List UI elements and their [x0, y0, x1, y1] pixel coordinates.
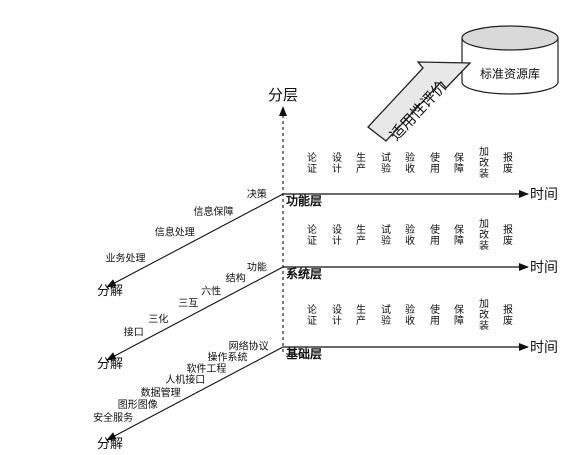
decomposition-item: 三化 — [148, 313, 168, 326]
decomposition-item: 图形图像 — [118, 399, 158, 411]
decomposition-item: 网络协议 — [229, 340, 269, 353]
lifecycle-stage-char: 废 — [503, 234, 513, 247]
lifecycle-stage-char: 加 — [479, 218, 489, 230]
decomposition-item: 人机接口 — [165, 373, 205, 386]
lifecycle-stage-char: 使 — [430, 223, 440, 236]
lifecycle-stage-char: 证 — [307, 163, 317, 175]
decomposition-item: 结构 — [226, 272, 246, 285]
decomposition-item: 数据管理 — [141, 386, 181, 399]
lifecycle-stage-char: 计 — [332, 234, 342, 247]
database-label: 标准资源库 — [480, 66, 540, 81]
decompose-label: 分解 — [97, 437, 123, 452]
standard-resource-database: 标准资源库 — [461, 25, 559, 95]
lifecycle-stage-char: 设 — [332, 152, 342, 164]
decomposition-item: 操作系统 — [208, 351, 248, 364]
decompose-axis — [106, 346, 284, 441]
layer-name: 系统层 — [286, 266, 322, 281]
lifecycle-stage-char: 用 — [430, 164, 440, 175]
lifecycle-stage-char: 产 — [356, 234, 366, 247]
lifecycle-stage-char: 保 — [454, 223, 464, 236]
time-label: 时间 — [530, 340, 558, 356]
decompose-label: 分解 — [97, 357, 123, 372]
lifecycle-stage-char: 废 — [503, 314, 513, 327]
lifecycle-stage-char: 产 — [356, 162, 366, 175]
lifecycle-stage-char: 加 — [479, 298, 489, 310]
lifecycle-stage-char: 报 — [503, 151, 513, 164]
decomposition-item: 业务处理 — [105, 252, 145, 265]
lifecycle-stage-char: 收 — [405, 314, 415, 327]
lifecycle-stage-char: 加 — [479, 146, 489, 158]
lifecycle-stage-char: 试 — [381, 223, 391, 236]
applicability-evaluation-arrow: 适用性评价 — [367, 61, 472, 144]
lifecycle-stage-char: 改 — [479, 308, 489, 321]
lifecycle-stage-char: 生 — [356, 303, 366, 316]
lifecycle-stage-char: 收 — [405, 162, 415, 175]
lifecycle-stage-char: 使 — [430, 151, 440, 164]
decomposition-item: 决策 — [247, 187, 267, 200]
decompose-axis — [106, 193, 284, 288]
lifecycle-stage-char: 障 — [454, 234, 464, 247]
decomposition-item: 安全服务 — [93, 411, 133, 424]
lifecycle-stage-char: 试 — [381, 303, 391, 316]
decomposition-item: 三互 — [178, 298, 198, 310]
lifecycle-stage-char: 用 — [430, 316, 440, 327]
lifecycle-stage-char: 使 — [430, 303, 440, 316]
decompose-label: 分解 — [97, 284, 123, 299]
lifecycle-stage-char: 验 — [405, 303, 415, 316]
lifecycle-stage-char: 论 — [307, 151, 317, 164]
lifecycle-stage-char: 验 — [381, 234, 391, 247]
time-label: 时间 — [530, 187, 558, 203]
lifecycle-stage-char: 验 — [381, 162, 391, 175]
decomposition-item: 六性 — [201, 285, 221, 298]
lifecycle-stage-char: 装 — [479, 167, 489, 180]
lifecycle-stage-char: 设 — [332, 304, 342, 316]
layer-name: 功能层 — [286, 193, 322, 208]
lifecycle-stage-char: 证 — [307, 315, 317, 327]
lifecycle-stage-char: 装 — [479, 319, 489, 332]
layer-name: 基础层 — [285, 346, 322, 361]
lifecycle-stage-char: 验 — [405, 223, 415, 236]
lifecycle-stage-char: 设 — [332, 224, 342, 236]
lifecycle-stage-char: 验 — [405, 151, 415, 164]
lifecycle-stage-char: 障 — [454, 162, 464, 175]
lifecycle-stage-char: 论 — [307, 223, 317, 236]
lifecycle-stage-char: 计 — [332, 314, 342, 327]
lifecycle-stage-char: 产 — [356, 314, 366, 327]
lifecycle-stage-char: 证 — [307, 235, 317, 247]
lifecycle-stage-char: 保 — [454, 303, 464, 316]
decomposition-item: 信息保障 — [193, 205, 233, 218]
decomposition-item: 接口 — [124, 326, 144, 339]
lifecycle-stage-char: 改 — [479, 156, 489, 169]
lifecycle-stage-char: 验 — [381, 314, 391, 327]
lifecycle-stage-char: 论 — [307, 303, 317, 316]
lifecycle-stage-char: 报 — [503, 303, 513, 316]
time-label: 时间 — [530, 260, 558, 276]
lifecycle-stage-char: 障 — [454, 314, 464, 327]
lifecycle-stage-char: 保 — [454, 151, 464, 164]
lifecycle-stage-char: 计 — [332, 162, 342, 175]
decomposition-item: 功能 — [247, 260, 267, 273]
decompose-axis — [106, 266, 284, 361]
decomposition-item: 软件工程 — [186, 362, 226, 375]
lifecycle-stage-char: 收 — [405, 234, 415, 247]
layers-group: 时间功能层论证设计生产试验验收使用保障加改装报废分解决策信息保障信息处理业务处理… — [93, 146, 558, 452]
decomposition-item: 信息处理 — [155, 226, 195, 239]
lifecycle-stage-char: 装 — [479, 239, 489, 252]
lifecycle-stage-char: 废 — [503, 162, 513, 175]
lifecycle-stage-char: 试 — [381, 151, 391, 164]
lifecycle-stage-char: 改 — [479, 228, 489, 241]
lifecycle-stage-char: 报 — [503, 223, 513, 236]
lifecycle-stage-char: 用 — [430, 236, 440, 247]
layering-axis-label: 分层 — [268, 86, 298, 104]
lifecycle-stage-char: 生 — [356, 151, 366, 164]
lifecycle-stage-char: 生 — [356, 223, 366, 236]
